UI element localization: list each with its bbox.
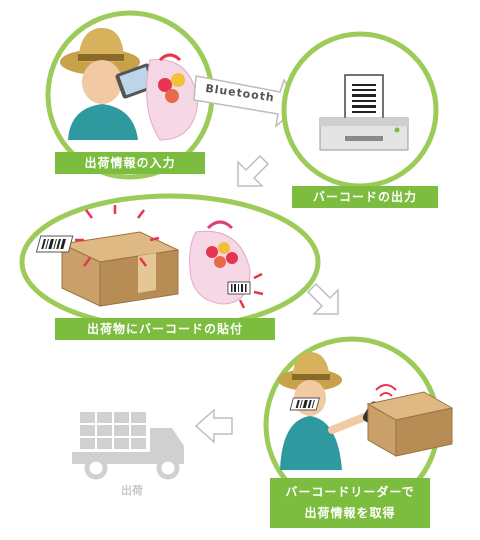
step-barcode-output-label: バーコードの出力 [292, 186, 438, 208]
step-input-label-text: 出荷情報の入力 [84, 156, 176, 170]
worker-icon [60, 28, 140, 140]
cardboard-box-icon [60, 231, 180, 307]
step-attach-oval [19, 193, 321, 331]
highlight-marks-2 [238, 272, 264, 309]
step-input-circle [45, 10, 215, 180]
step-read-label-line2: 出荷情報を取得 [304, 506, 396, 520]
highlight-marks [75, 205, 160, 267]
flower-gift-bag-icon [189, 220, 251, 305]
flower-bouquet-icon [146, 53, 199, 141]
step-input-label: 出荷情報の入力 [55, 152, 205, 174]
left-arrow [194, 408, 233, 444]
step-barcode-output-label-text: バーコードの出力 [312, 190, 417, 204]
ship-label: 出荷 [121, 484, 143, 497]
printer-icon [319, 74, 409, 151]
step-read-label: バーコードリーダーで 出荷情報を取得 [270, 478, 430, 528]
step-attach-label-text: 出荷物にバーコードの貼付 [86, 322, 243, 336]
down-right-arrow [306, 282, 339, 315]
step-attach-label: 出荷物にバーコードの貼付 [55, 318, 275, 340]
step-read-label-line1: バーコードリーダーで [285, 485, 415, 499]
step-reader-circle [263, 336, 454, 514]
step-printer-circle [281, 31, 439, 189]
barcode-label-icon [35, 235, 74, 253]
cardboard-box-icon-2 [289, 391, 454, 457]
delivery-truck-icon [72, 412, 184, 480]
scan-wave-marks [375, 384, 397, 397]
down-left-arrow-1 [237, 154, 270, 187]
